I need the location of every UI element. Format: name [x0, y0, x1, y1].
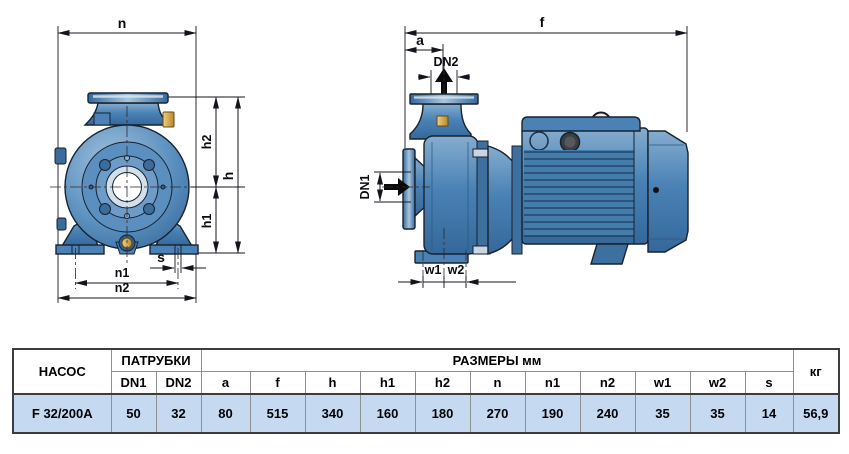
dim-label-f: f [540, 14, 545, 30]
cell-n: 270 [469, 393, 526, 434]
header-sizes: РАЗМЕРЫ мм [200, 348, 794, 372]
cell-a: 80 [200, 393, 251, 434]
dim-label-dn1: DN1 [358, 174, 372, 199]
discharge-flange [87, 92, 169, 104]
header-n1: n1 [524, 371, 581, 395]
dim-label-a: a [416, 32, 424, 48]
cell-pump-model: F 32/200A [12, 393, 112, 434]
casing-flange [476, 140, 489, 254]
header-dn2: DN2 [155, 371, 202, 395]
header-weight: кг [792, 348, 840, 395]
header-n2: n2 [579, 371, 636, 395]
dim-label-n2: n2 [115, 281, 130, 295]
motor-foot [590, 243, 629, 265]
side-lug [54, 147, 67, 165]
dim-label-n1: n1 [115, 266, 130, 280]
cell-h1: 160 [359, 393, 416, 434]
header-pump: НАСОС [12, 348, 112, 395]
pump-front-view [50, 92, 204, 264]
pump-side-view [402, 93, 689, 265]
terminal-box [521, 116, 641, 132]
discharge-flange-side [409, 93, 479, 105]
cooling-fins [524, 150, 634, 236]
bearing-bracket [487, 145, 515, 255]
side-lug [56, 217, 67, 231]
flow-up-arrow-icon [435, 68, 453, 96]
fan-cover [647, 130, 689, 253]
dim-label-h1: h1 [200, 214, 214, 229]
header-h2: h2 [414, 371, 471, 395]
side-view-drawing: f a DN2 [358, 14, 689, 288]
header-n: n [469, 371, 526, 395]
cell-dn1: 50 [110, 393, 157, 434]
front-view-drawing: n [50, 15, 245, 303]
pump-spec-table: НАСОС ПАТРУБКИ РАЗМЕРЫ мм кг DN1 DN2 a f… [12, 348, 840, 434]
fan-cover-bolt [653, 187, 659, 193]
cell-dn2: 32 [155, 393, 202, 434]
vent-plug [162, 111, 175, 128]
header-f: f [249, 371, 306, 395]
header-dn1: DN1 [110, 371, 157, 395]
dim-label-dn2: DN2 [433, 55, 458, 69]
cell-s: 14 [744, 393, 794, 434]
dim-label-h2: h2 [200, 135, 214, 150]
header-ports: ПАТРУБКИ [110, 348, 202, 372]
dim-label-w1: w1 [424, 263, 442, 277]
cell-w1: 35 [634, 393, 691, 434]
casing-lug [93, 112, 111, 126]
header-w1: w1 [634, 371, 691, 395]
cell-h: 340 [304, 393, 361, 434]
cell-n2: 240 [579, 393, 636, 434]
cell-n1: 190 [524, 393, 581, 434]
cell-h2: 180 [414, 393, 471, 434]
dim-label-w2: w2 [447, 263, 465, 277]
dim-label-n: n [118, 15, 127, 31]
right-foot-base [149, 244, 199, 255]
cell-weight: 56,9 [792, 393, 840, 434]
pump-technical-drawings: n [50, 14, 689, 303]
left-foot-base [55, 244, 105, 255]
cell-w2: 35 [689, 393, 746, 434]
dim-label-h: h [220, 172, 236, 181]
header-a: a [200, 371, 251, 395]
header-h: h [304, 371, 361, 395]
spec-table-wrap: НАСОС ПАТРУБКИ РАЗМЕРЫ мм кг DN1 DN2 a f… [12, 348, 840, 434]
motor-flange [511, 145, 523, 255]
header-w2: w2 [689, 371, 746, 395]
table-row: F 32/200A 50 32 80 515 340 160 180 270 1… [12, 393, 840, 434]
vent-plug-side [436, 115, 449, 127]
header-h1: h1 [359, 371, 416, 395]
cell-f: 515 [249, 393, 306, 434]
header-s: s [744, 371, 794, 395]
dim-label-s: s [157, 249, 165, 265]
